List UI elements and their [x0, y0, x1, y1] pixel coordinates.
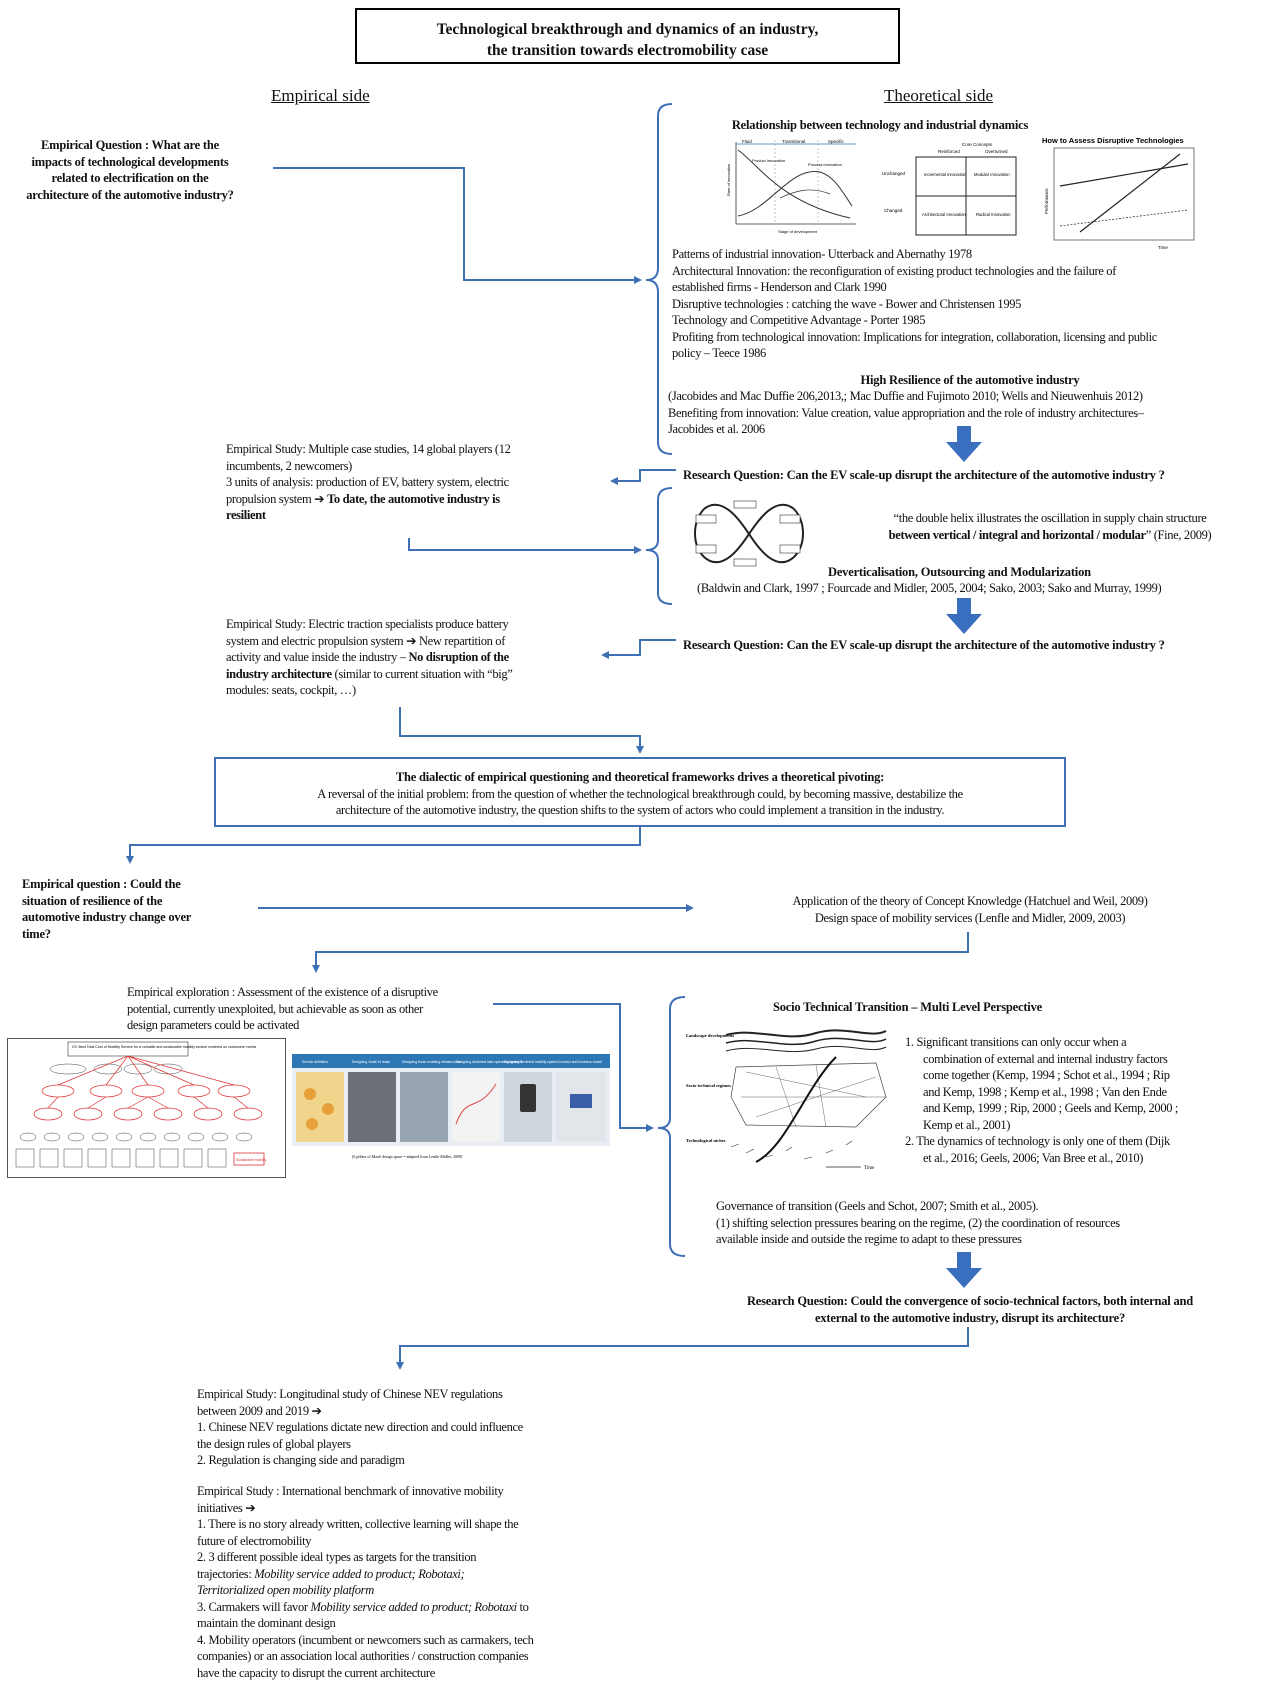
svg-text:Modular Innovation: Modular Innovation	[974, 172, 1010, 177]
svg-text:Incremental Innovation: Incremental Innovation	[924, 172, 967, 177]
mlp-figure: Landscape developments Socio-technical r…	[686, 1027, 896, 1172]
empirical-question-2: Empirical question : Could the situation…	[22, 877, 192, 941]
block-arrow-3	[946, 1252, 982, 1288]
empirical-study-2: Empirical Study: Electric traction speci…	[226, 617, 513, 697]
empirical-study-1: Empirical Study: Multiple case studies, …	[226, 442, 511, 522]
connector-eq1-theory	[273, 167, 642, 284]
svg-text:Product innovation: Product innovation	[752, 158, 785, 163]
arrow-glyph: ➔	[245, 1500, 256, 1515]
svg-text:Performance: Performance	[1044, 188, 1049, 214]
svg-text:Designing Territorial mobility: Designing Territorial mobility system	[504, 1060, 558, 1064]
theory-1-heading: Relationship between technology and indu…	[731, 118, 1029, 132]
svg-text:Core Concepts: Core Concepts	[962, 142, 993, 147]
pillars-caption: [6 pillars of MaaS design space = adapte…	[352, 1154, 463, 1160]
phase-transitional: Transitional	[782, 139, 805, 144]
block-arrow-2	[946, 598, 982, 634]
fine-quote: “the double helix illustrates the oscill…	[888, 511, 1212, 542]
svg-text:Radical Innovation: Radical Innovation	[976, 212, 1011, 217]
ck-root: C0: Best Total Cost of Mobility Service …	[72, 1045, 256, 1049]
pivot-box: The dialectic of empirical questioning a…	[214, 757, 1066, 827]
mlp-heading: Socio Technical Transition – Multi Level…	[773, 1000, 1042, 1014]
connector-rq1-es1	[610, 469, 676, 485]
governance-text: Governance of transition (Geels and Scho…	[716, 1199, 1120, 1246]
svg-text:Stage of development: Stage of development	[778, 229, 818, 234]
connector-es1-theory2	[408, 538, 642, 554]
connector-rq2-es2	[601, 639, 676, 659]
pivot-heading: The dialectic of empirical questioning a…	[395, 770, 885, 784]
svg-text:Designing decisions later oper: Designing decisions later operating syst…	[456, 1060, 522, 1064]
ck-sustainable: Sustainable mobility	[236, 1158, 266, 1162]
mlp-points: 1. Significant transitions can only occu…	[905, 1035, 1179, 1165]
ck-tree-figure: C0: Best Total Cost of Mobility Service …	[7, 1038, 286, 1178]
svg-text:Process innovation: Process innovation	[808, 162, 842, 167]
theory-2-refs: (Baldwin and Clark, 1997 ; Fourcade and …	[697, 581, 1162, 595]
research-question-1: Research Question: Can the EV scale-up d…	[683, 468, 1165, 482]
svg-text:Service definition: Service definition	[302, 1060, 328, 1064]
theory-2-heading: Deverticalisation, Outsourcing and Modul…	[828, 565, 1091, 579]
connector-ck-exploration	[312, 932, 969, 973]
pillars-figure: Service definition Designing 'chalk' to …	[292, 1054, 610, 1164]
empirical-exploration: Empirical exploration : Assessment of th…	[127, 985, 438, 1032]
phase-specific: Specific	[828, 139, 845, 144]
svg-text:Architectural Innovation: Architectural Innovation	[922, 212, 966, 217]
svg-text:Time: Time	[864, 1166, 875, 1171]
resilience-references: (Jacobides and Mac Duffie 206,2013,; Mac…	[668, 389, 1144, 436]
empirical-question-1: Empirical Question : What are the impact…	[26, 138, 234, 202]
connector-es2-pivot	[399, 707, 644, 754]
arrow-glyph: ➔	[314, 491, 325, 506]
research-question-3: Research Question: Could the convergence…	[746, 1294, 1194, 1325]
svg-text:Rate of innovation: Rate of innovation	[726, 164, 731, 196]
phase-fluid: Fluid	[742, 139, 752, 144]
arrow-glyph: ➔	[406, 633, 417, 648]
connector-rq3-es3	[396, 1327, 969, 1370]
resilience-heading: High Resilience of the automotive indust…	[860, 373, 1080, 387]
svg-text:Reinforced: Reinforced	[938, 149, 960, 154]
svg-text:Contract and business model: Contract and business model	[558, 1060, 602, 1064]
svg-text:Landscape developments: Landscape developments	[686, 1033, 734, 1038]
empirical-study-4: Empirical Study : International benchmar…	[197, 1484, 534, 1680]
svg-text:Overturned: Overturned	[985, 149, 1008, 154]
svg-text:How to Assess Disruptive Techn: How to Assess Disruptive Technologies	[1042, 136, 1184, 145]
theory-1-references: Patterns of industrial innovation- Utter…	[672, 247, 1158, 360]
henderson-clark-matrix: Core Concepts Reinforced Overturned Unch…	[880, 140, 1020, 238]
empirical-study-3: Empirical Study: Longitudinal study of C…	[197, 1387, 523, 1467]
title-line-1: Technological breakthrough and dynamics …	[436, 21, 819, 38]
double-helix-figure	[694, 497, 804, 571]
research-question-2: Research Question: Can the EV scale-up d…	[683, 638, 1165, 652]
svg-text:Unchanged: Unchanged	[882, 171, 906, 176]
title-line-2: the transition towards electromobility c…	[486, 42, 769, 59]
svg-text:Technological niches: Technological niches	[686, 1138, 726, 1143]
empirical-side-header: Empirical side	[271, 86, 370, 105]
christensen-disruptive-figure: How to Assess Disruptive Technologies Pe…	[1040, 134, 1200, 252]
utterback-abernathy-figure: Fluid Transitional Specific Product inno…	[720, 136, 860, 236]
svg-text:Time: Time	[1158, 245, 1168, 250]
svg-text:Designing those enabling infra: Designing those enabling infrastructure	[402, 1060, 461, 1064]
title-box: Technological breakthrough and dynamics …	[355, 8, 900, 64]
svg-text:Designing 'chalk' to lease: Designing 'chalk' to lease	[352, 1060, 390, 1064]
mlp-brace	[657, 996, 686, 1257]
svg-text:Changed: Changed	[884, 208, 903, 213]
theory-2-brace	[645, 487, 673, 605]
svg-text:Socio-technical regimes: Socio-technical regimes	[686, 1083, 731, 1088]
connector-pivot-eq2	[126, 827, 641, 864]
theoretical-side-header: Theoretical side	[884, 86, 994, 105]
arrow-glyph: ➔	[311, 1403, 322, 1418]
ck-theory: Application of the theory of Concept Kno…	[792, 894, 1148, 925]
